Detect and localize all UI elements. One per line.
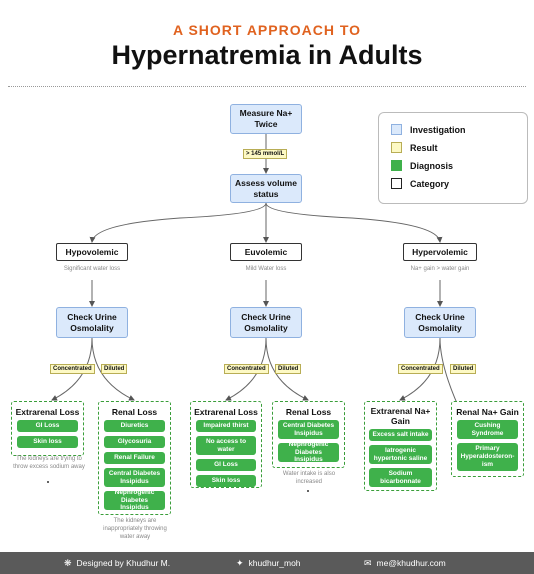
design-icon: ❋: [64, 557, 72, 568]
group-euvo-renal: Renal Loss Central Diabetes Insipidus Ne…: [272, 401, 345, 468]
group-hyper-renal: Renal Na+ Gain Cushing Syndrome Primary …: [451, 401, 524, 477]
note-euvo-renal: Water intake is also increased: [282, 471, 336, 486]
badge-euvo-diluted: Diluted: [275, 364, 302, 374]
diagnosis-sodium-bicarbonate: Sodium bicarbonnate: [369, 468, 432, 487]
subtitle: A SHORT APPROACH TO: [172, 22, 362, 38]
diagnosis-glycosuria: Glycosuria: [104, 436, 165, 448]
urine-osm-hypo: Check Urine Osmolality: [56, 307, 128, 338]
edge-hypo-conc: [51, 337, 93, 401]
diagnosis-excess-salt: Excess salt intake: [369, 429, 432, 441]
edge-assess-hypo: [89, 202, 267, 243]
legend-label: Category: [410, 178, 450, 189]
diagnosis-impaired-thirst: Impaired thirst: [196, 420, 256, 432]
legend-item-diagnosis: Diagnosis: [391, 160, 453, 171]
diagnosis-no-water-access: No access to water: [196, 436, 256, 455]
legend-label: Diagnosis: [410, 160, 454, 171]
note-euvolemic: Mild Water loss: [245, 266, 287, 272]
footer-twitter-text[interactable]: khudhur_moh: [248, 558, 301, 568]
category-hypovolemic: Hypovolemic: [56, 243, 128, 261]
edge-hyper-conc: [399, 337, 441, 401]
legend-item-category: Category: [391, 178, 449, 189]
note-hypo-extrarenal: The kidneys are trying to throw excess s…: [13, 456, 85, 471]
badge-hypo-concentrated: Concentrated: [50, 364, 95, 374]
group-title: Extrarenal Na+ Gain: [370, 406, 431, 427]
diagnosis-renal-failure: Renal Failure: [104, 452, 165, 464]
legend-label: Result: [410, 142, 438, 153]
diagnosis-hypertonic-saline: Iatrogenic hypertonic saline: [369, 445, 432, 464]
urine-osm-euvo: Check Urine Osmolality: [230, 307, 302, 338]
legend-label: Investigation: [410, 124, 466, 135]
category-euvolemic: Euvolemic: [230, 243, 302, 261]
edge-euvo-conc: [225, 337, 267, 401]
note-hypo-renal: The kidneys are inappropriately throwing…: [103, 518, 167, 541]
legend-swatch: [391, 160, 402, 171]
diagnosis-nephrogenic-di: Nephrogenic Diabetes Insipidus: [278, 441, 339, 463]
legend-swatch: [391, 124, 402, 135]
diagnosis-central-di: Central Diabetes Insipidus: [278, 420, 339, 439]
group-hyper-extrarenal: Extrarenal Na+ Gain Excess salt intake I…: [364, 401, 437, 491]
group-title: Extrarenal Loss: [194, 407, 258, 417]
legend-item-investigation: Investigation: [391, 124, 466, 135]
twitter-icon: ✦: [236, 557, 244, 568]
bullet-dot: [47, 481, 49, 483]
footer-designer-text: Designed by Khudhur M.: [76, 558, 171, 568]
badge-hypo-diluted: Diluted: [101, 364, 128, 374]
footer-email[interactable]: ✉ me@khudhur.com: [364, 552, 446, 574]
note-hypervolemic: Na+ gain > water gain: [410, 266, 470, 272]
diagnosis-hyperaldosteronism: Primary Hyperaldosteron- ism: [457, 443, 518, 471]
legend: Investigation Result Diagnosis Category: [378, 112, 528, 204]
badge-euvo-concentrated: Concentrated: [224, 364, 269, 374]
note-hypovolemic: Significant water loss: [63, 266, 121, 272]
group-title: Renal Na+ Gain: [456, 407, 519, 417]
measure-na-node: Measure Na+ Twice: [230, 104, 302, 134]
bullet-dot: [307, 490, 309, 492]
legend-swatch: [391, 142, 402, 153]
diagnosis-skin-loss: Skin loss: [17, 436, 78, 448]
edge-euvo-dil: [265, 337, 309, 401]
footer: ❋ Designed by Khudhur M. ✦ khudhur_moh ✉…: [0, 552, 534, 574]
edge-assess-hyper: [265, 202, 443, 243]
urine-osm-hyper: Check Urine Osmolality: [404, 307, 476, 338]
footer-email-text[interactable]: me@khudhur.com: [376, 558, 446, 568]
footer-designer: ❋ Designed by Khudhur M.: [64, 552, 170, 574]
diagnosis-gi-loss: GI Loss: [17, 420, 78, 432]
page-title: Hypernatremia in Adults: [111, 40, 423, 70]
group-title: Renal Loss: [111, 407, 158, 417]
footer-twitter[interactable]: ✦ khudhur_moh: [236, 552, 301, 574]
top-divider: [8, 86, 526, 87]
group-hypo-extrarenal: Extrarenal Loss GI Loss Skin loss: [11, 401, 84, 456]
badge-hyper-concentrated: Concentrated: [398, 364, 443, 374]
diagnosis-nephrogenic-di: Nephrogenic Diabetes Insipidus: [104, 489, 165, 511]
group-hypo-renal: Renal Loss Diuretics Glycosuria Renal Fa…: [98, 401, 171, 515]
diagnosis-gi-loss: GI Loss: [196, 459, 256, 471]
group-title: Extrarenal Loss: [15, 407, 80, 417]
edge-hypo-dil: [91, 337, 135, 401]
diagnosis-skin-loss: Skin loss: [196, 475, 256, 487]
email-icon: ✉: [364, 557, 372, 568]
assess-volume-node: Assess volume status: [230, 174, 302, 203]
legend-swatch: [391, 178, 402, 189]
group-title: Renal Loss: [285, 407, 332, 417]
diagnosis-cushing: Cushing Syndrome: [457, 420, 518, 439]
diagnosis-central-di: Central Diabetes Insipidus: [104, 468, 165, 487]
result-na-badge: > 145 mmol/L: [243, 149, 288, 159]
category-hypervolemic: Hypervolemic: [403, 243, 477, 261]
group-euvo-extrarenal: Extrarenal Loss Impaired thirst No acces…: [190, 401, 262, 488]
diagnosis-diuretics: Diuretics: [104, 420, 165, 432]
badge-hyper-diluted: Diluted: [450, 364, 477, 374]
legend-item-result: Result: [391, 142, 438, 153]
